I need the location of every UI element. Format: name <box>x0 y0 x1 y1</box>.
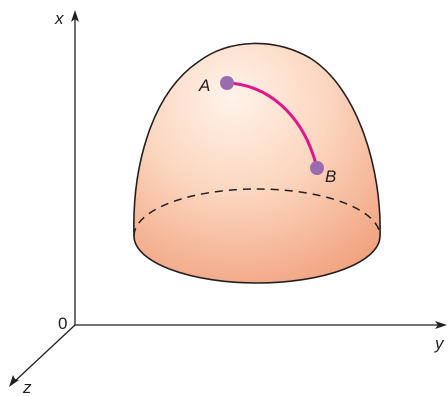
z-axis-label: z <box>22 378 32 396</box>
curve-a-to-b <box>225 81 319 170</box>
y-axis-arrowhead <box>435 321 447 329</box>
axis-arrowheads <box>9 10 447 387</box>
z-axis-arrowhead <box>9 375 19 387</box>
x-axis-label: x <box>54 9 64 28</box>
origin-label: 0 <box>58 314 67 333</box>
point-a-label: A <box>198 76 210 95</box>
point-a <box>220 76 234 90</box>
z-axis-line <box>13 324 76 383</box>
dome-body <box>133 42 381 284</box>
x-axis-arrowhead <box>71 10 79 22</box>
point-b <box>310 161 324 175</box>
dome-rim-hidden <box>133 188 381 237</box>
y-axis-label: y <box>434 334 445 353</box>
coordinate-axes <box>13 18 442 383</box>
point-b-label: B <box>325 167 336 186</box>
dome-surface <box>133 42 381 284</box>
